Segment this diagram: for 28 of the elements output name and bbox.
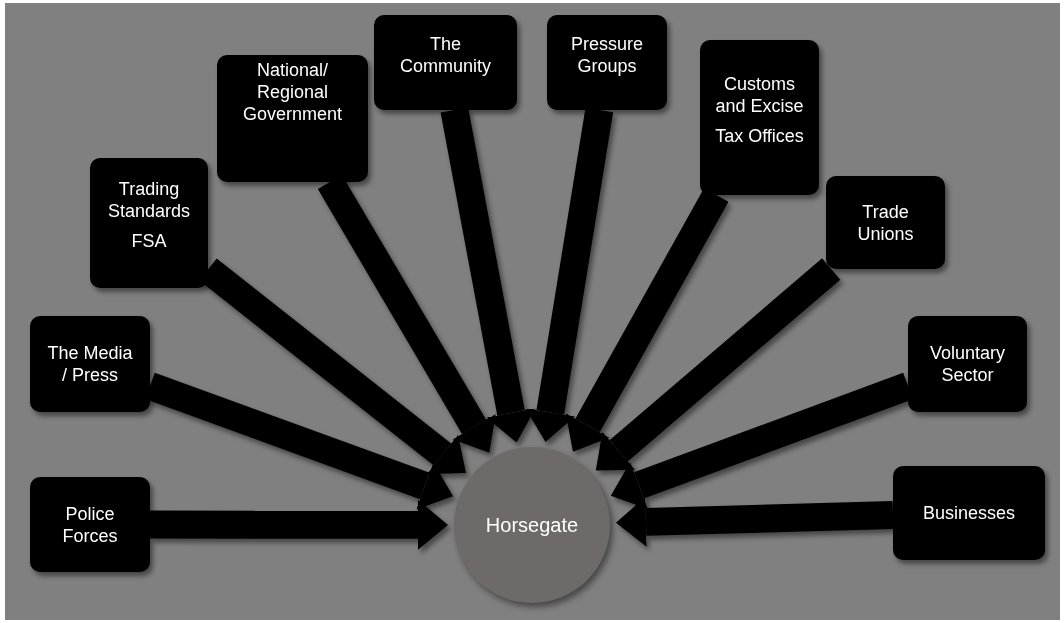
node-label: Horsegate [485,514,579,536]
stakeholder-box [826,176,945,269]
stakeholder-box [217,55,368,182]
node-label: Police Forces [61,502,119,547]
arrow [440,107,536,443]
node-label: National/ Regional Government [241,59,343,125]
node-label: Customs and Excise [714,73,805,117]
node-label: Businesses [922,502,1016,524]
node-label: Trading Standards [106,178,192,222]
node-label: Trade Unions [856,200,915,245]
stakeholder-box [90,158,208,288]
node-label: The Community [399,33,492,77]
node-label: FSA [131,230,167,252]
stakeholder-box [374,15,517,110]
stakeholder-box [30,477,150,572]
stakeholder-box [30,316,150,412]
node-label: Voluntary Sector [928,342,1007,386]
stakeholder-box [908,316,1027,412]
arrow [525,107,614,443]
stakeholder-box [893,466,1045,560]
arrow [615,496,894,547]
node-label: The Media / Press [46,342,134,386]
arrow [595,258,841,471]
stakeholder-box [700,40,819,195]
node-label: Tax Offices [715,125,804,147]
node-label: Pressure Groups [570,33,644,77]
arrow [150,499,448,550]
stakeholder-box [547,15,667,110]
